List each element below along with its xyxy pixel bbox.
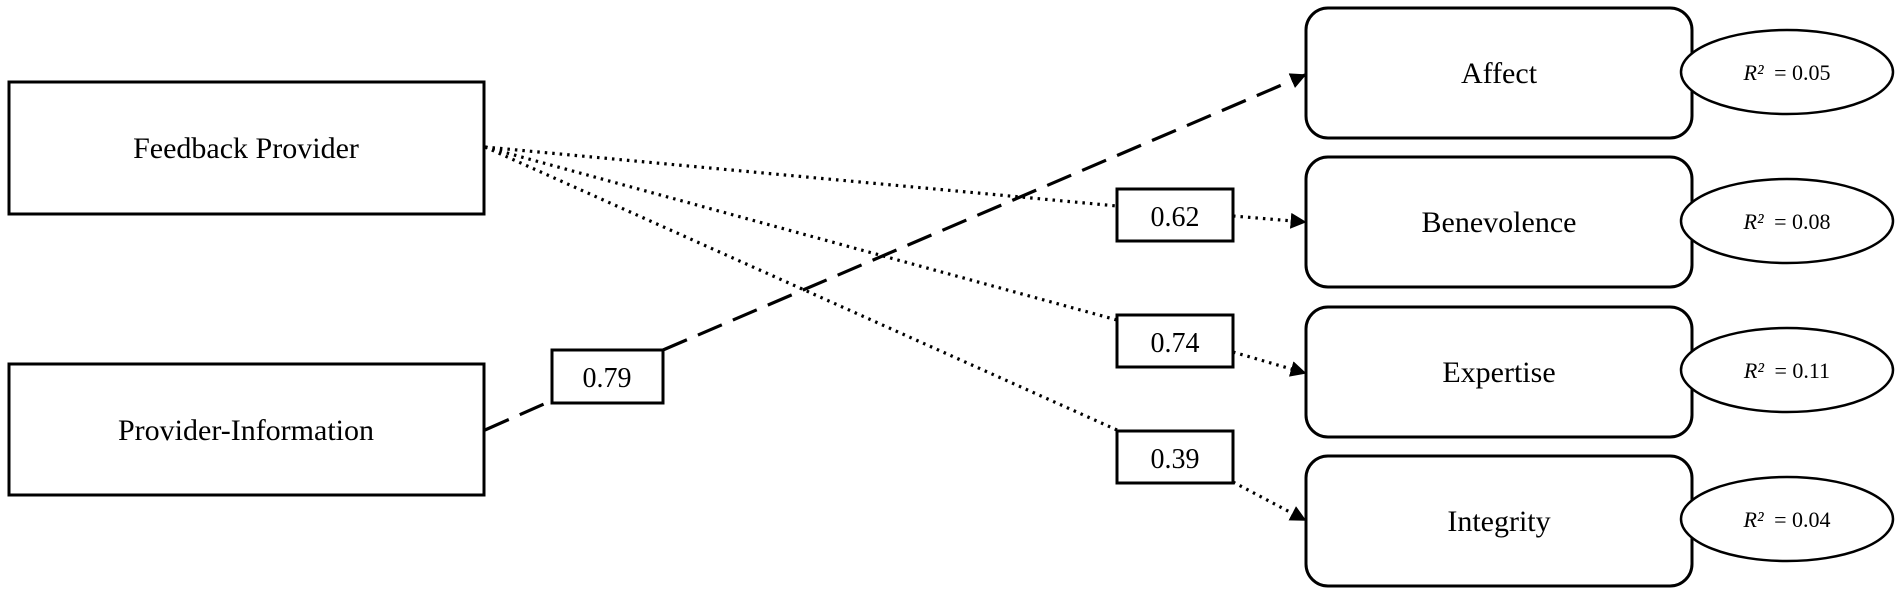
r-squared-symbol: R² [1743, 507, 1764, 532]
coefficient-box-expertise: 0.74 [1115, 313, 1235, 369]
outcome-integrity: Integrity [1304, 454, 1694, 588]
path-lines [484, 73, 1307, 522]
path-line-feedback-expertise [484, 145, 1118, 322]
coefficient-value: 0.74 [1151, 328, 1200, 359]
coefficient-box-integrity: 0.39 [1115, 429, 1235, 485]
outcome-expertise: Expertise [1304, 305, 1694, 439]
outcome-benevolence: Benevolence [1304, 155, 1694, 289]
path-line-feedback-integrity [484, 145, 1118, 432]
path-line-feedback-expertise-arrow [1232, 350, 1307, 377]
r-squared-value: = 0.11 [1774, 358, 1830, 383]
coefficient-box-affect: 0.79 [550, 348, 665, 405]
r-squared-value: = 0.04 [1774, 507, 1830, 532]
predictor-label: Feedback Provider [133, 132, 359, 165]
r-squared-label: R² = 0.08 [1743, 209, 1831, 234]
path-line-feedback-integrity-arrow [1232, 480, 1307, 522]
r-squared-symbol: R² [1743, 358, 1764, 383]
predictor-label: Provider-Information [118, 414, 374, 447]
r-squared-label: R² = 0.11 [1743, 358, 1830, 383]
outcome-label: Expertise [1442, 356, 1555, 389]
r-squared-integrity: R² = 0.04 [1679, 475, 1895, 563]
coefficient-value: 0.62 [1151, 202, 1200, 233]
path-line-provider-information-affect [484, 398, 554, 432]
outcome-label: Affect [1461, 57, 1538, 90]
r-squared-benevolence: R² = 0.08 [1679, 177, 1895, 265]
r-squared-value: = 0.08 [1774, 209, 1830, 234]
path-line-provider-information-affect-arrow [662, 73, 1307, 352]
r-squared-expertise: R² = 0.11 [1679, 326, 1895, 414]
r-squared-affect: R² = 0.05 [1679, 28, 1895, 116]
r-squared-symbol: R² [1743, 60, 1764, 85]
coefficient-value: 0.39 [1151, 444, 1200, 475]
coefficient-box-benevolence: 0.62 [1115, 187, 1235, 243]
outcome-label: Integrity [1447, 505, 1550, 538]
coefficient-value: 0.79 [583, 363, 632, 394]
r-squared-label: R² = 0.05 [1743, 60, 1831, 85]
outcome-label: Benevolence [1422, 206, 1577, 239]
path-line-feedback-benevolence [484, 145, 1118, 208]
predictor-provider-information: Provider-Information [7, 362, 486, 497]
path-line-feedback-benevolence-arrow [1232, 212, 1307, 229]
outcome-affect: Affect [1304, 6, 1694, 140]
predictor-feedback-provider: Feedback Provider [7, 80, 486, 216]
r-squared-symbol: R² [1743, 209, 1764, 234]
r-squared-label: R² = 0.04 [1743, 507, 1831, 532]
r-squared-value: = 0.05 [1774, 60, 1830, 85]
